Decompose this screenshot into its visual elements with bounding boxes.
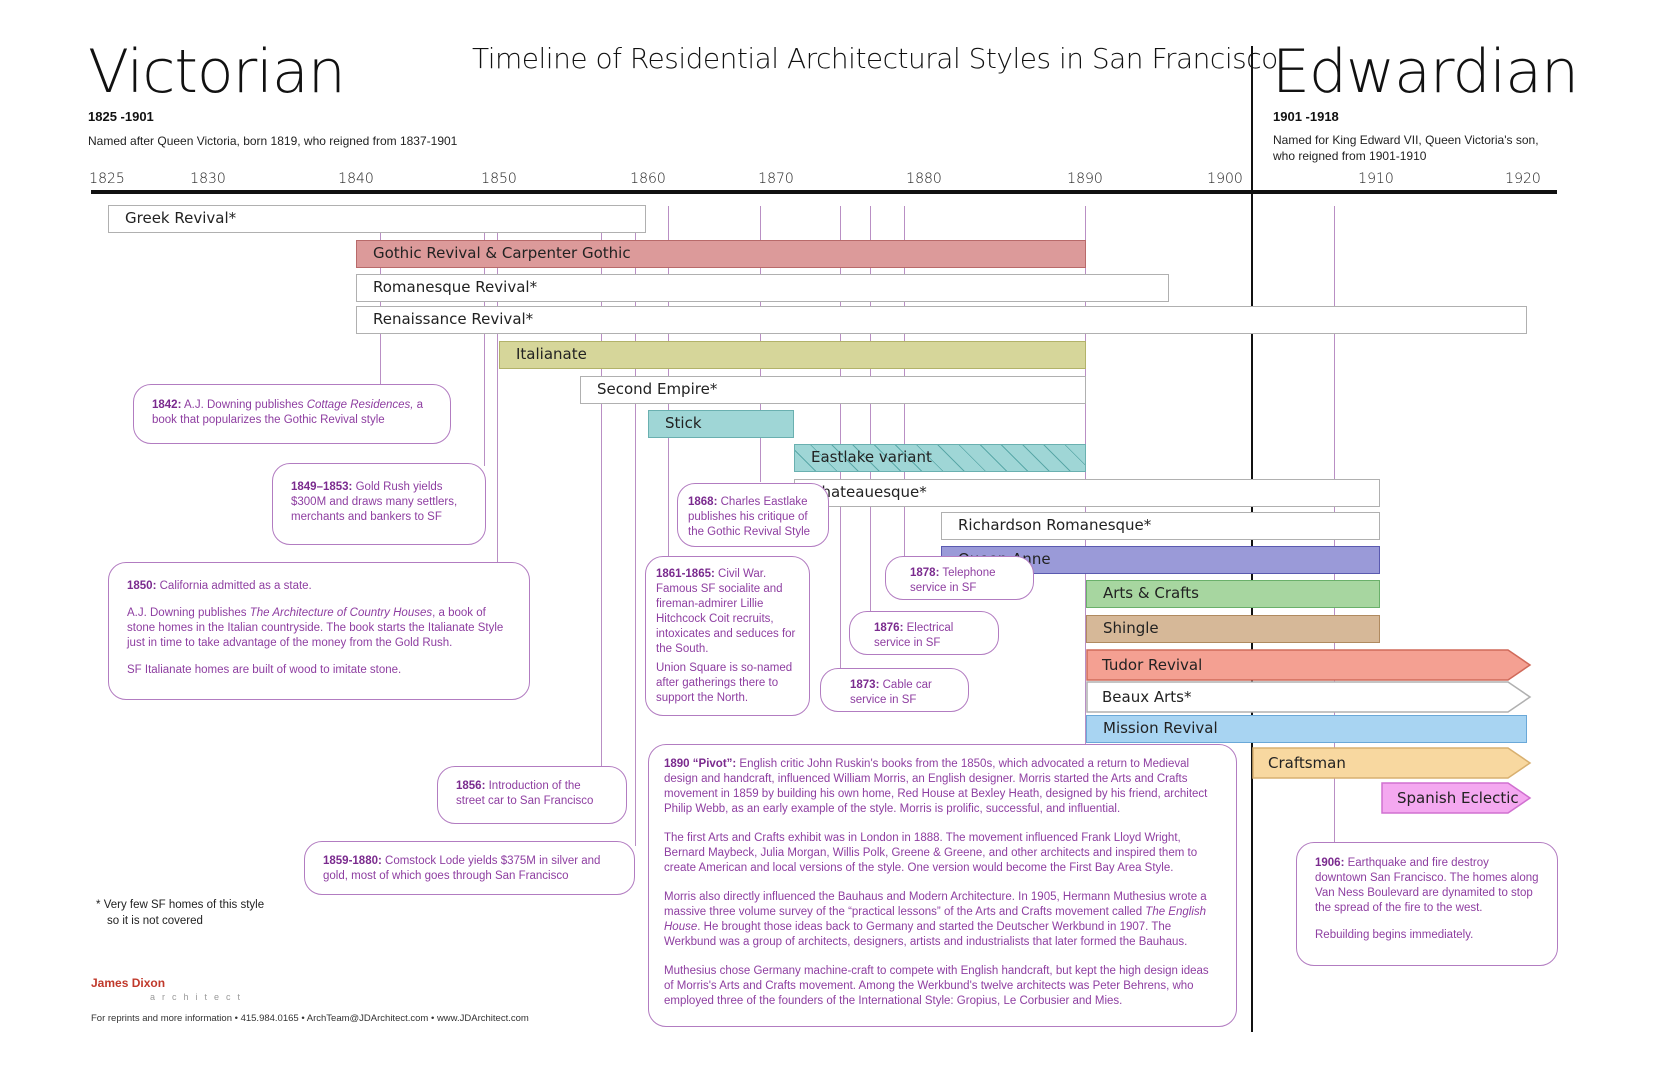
year-label-1920: 1920 — [1505, 171, 1541, 187]
victorian-description: Named after Queen Victoria, born 1819, w… — [88, 134, 458, 148]
note-1876: 1876: Electrical service in SF — [849, 611, 999, 655]
note-1856: 1856: Introduction of the street car to … — [437, 766, 627, 824]
style-bar-beaux-arts: Beaux Arts* — [1086, 681, 1532, 713]
note-1842: 1842: A.J. Downing publishes Cottage Res… — [133, 384, 451, 444]
style-label-richardson-romanesque: Richardson Romanesque* — [958, 516, 1152, 534]
connector-1876 — [870, 206, 871, 612]
style-label-second-empire: Second Empire* — [597, 380, 718, 398]
contact-info: For reprints and more information • 415.… — [91, 1013, 529, 1024]
style-label-shingle: Shingle — [1103, 619, 1159, 637]
connector-1849 — [484, 206, 485, 466]
note-1878: 1878: Telephone service in SF — [885, 556, 1034, 600]
connector-1856 — [601, 206, 602, 766]
note-1850: 1850: California admitted as a state. A.… — [108, 562, 530, 700]
footnote-line-2: so it is not covered — [107, 915, 203, 927]
style-bar-italianate: Italianate — [499, 341, 1086, 369]
logo-subtitle: architect — [150, 992, 248, 1002]
note-1861: 1861-1865: Civil War. Famous SF socialit… — [645, 556, 810, 716]
year-label-1840: 1840 — [338, 171, 374, 187]
year-label-1890: 1890 — [1067, 171, 1103, 187]
style-label-arts-crafts: Arts & Crafts — [1103, 584, 1199, 602]
style-label-beaux-arts: Beaux Arts* — [1102, 688, 1192, 706]
edwardian-years: 1901 -1918 — [1273, 109, 1339, 124]
year-label-1910: 1910 — [1358, 171, 1394, 187]
edwardian-title: Edwardian — [1272, 37, 1579, 107]
style-bar-eastlake-variant: Eastlake variant — [794, 444, 1086, 472]
style-bar-stick: Stick — [648, 410, 794, 438]
page-title: Timeline of Residential Architectural St… — [472, 42, 1278, 75]
style-bar-shingle: Shingle — [1086, 615, 1380, 643]
note-1849: 1849–1853: Gold Rush yields $300M and dr… — [272, 463, 486, 545]
style-label-spanish-eclectic: Spanish Eclectic — [1397, 789, 1519, 807]
footnote: * Very few SF homes of this style so it … — [96, 897, 264, 929]
year-label-1830: 1830 — [190, 171, 226, 187]
year-label-1880: 1880 — [906, 171, 942, 187]
style-bar-craftsman: Craftsman — [1252, 747, 1532, 779]
style-label-mission-revival: Mission Revival — [1103, 719, 1218, 737]
style-bar-second-empire: Second Empire* — [580, 376, 1086, 404]
footnote-star: * — [96, 899, 101, 911]
edwardian-description: Named for King Edward VII, Queen Victori… — [1273, 133, 1539, 163]
style-label-craftsman: Craftsman — [1268, 754, 1346, 772]
style-bar-richardson-romanesque: Richardson Romanesque* — [941, 512, 1380, 540]
style-bar-arts-crafts: Arts & Crafts — [1086, 580, 1380, 608]
style-label-chateauesque: Chateauesque* — [811, 483, 927, 501]
year-label-1850: 1850 — [481, 171, 517, 187]
style-bar-renaissance-revival: Renaissance Revival* — [356, 306, 1527, 334]
style-bar-chateauesque: Chateauesque* — [794, 479, 1380, 507]
victorian-title: Victorian — [88, 37, 346, 107]
logo-name: James Dixon — [91, 976, 166, 990]
style-bar-romanesque-revival: Romanesque Revival* — [356, 274, 1169, 302]
style-bar-gothic-revival-carpenter-gothic: Gothic Revival & Carpenter Gothic — [356, 240, 1086, 268]
note-1890-pivot: 1890 “Pivot”: English critic John Ruskin… — [648, 744, 1237, 1027]
style-label-greek-revival: Greek Revival* — [125, 209, 237, 227]
year-label-1870: 1870 — [758, 171, 794, 187]
connector-1890 — [1085, 206, 1086, 744]
style-bar-mission-revival: Mission Revival — [1086, 715, 1527, 743]
note-1906: 1906: Earthquake and fire destroy downto… — [1296, 842, 1558, 966]
connector-1859 — [635, 206, 636, 846]
style-bar-tudor-revival: Tudor Revival — [1086, 649, 1532, 681]
note-1859: 1859-1880: Comstock Lode yields $375M in… — [304, 841, 635, 895]
style-label-stick: Stick — [665, 414, 702, 432]
connector-1850 — [497, 206, 498, 562]
style-bar-spanish-eclectic: Spanish Eclectic — [1381, 782, 1532, 814]
victorian-years: 1825 -1901 — [88, 109, 154, 124]
style-label-renaissance-revival: Renaissance Revival* — [373, 310, 534, 328]
style-label-gothic-revival-carpenter-gothic: Gothic Revival & Carpenter Gothic — [373, 244, 631, 262]
style-bar-greek-revival: Greek Revival* — [108, 205, 646, 233]
footnote-line-1: Very few SF homes of this style — [103, 899, 265, 911]
style-label-eastlake-variant: Eastlake variant — [811, 448, 932, 466]
timeline-axis — [91, 190, 1557, 194]
style-label-tudor-revival: Tudor Revival — [1101, 656, 1202, 674]
style-label-italianate: Italianate — [516, 345, 587, 363]
connector-1873 — [840, 206, 841, 668]
year-label-1825: 1825 — [89, 171, 125, 187]
note-1868: 1868: Charles Eastlake publishes his cri… — [677, 483, 829, 547]
year-label-1900: 1900 — [1207, 171, 1243, 187]
style-label-romanesque-revival: Romanesque Revival* — [373, 278, 538, 296]
note-1873: 1873: Cable car service in SF — [820, 668, 969, 712]
year-label-1860: 1860 — [630, 171, 666, 187]
